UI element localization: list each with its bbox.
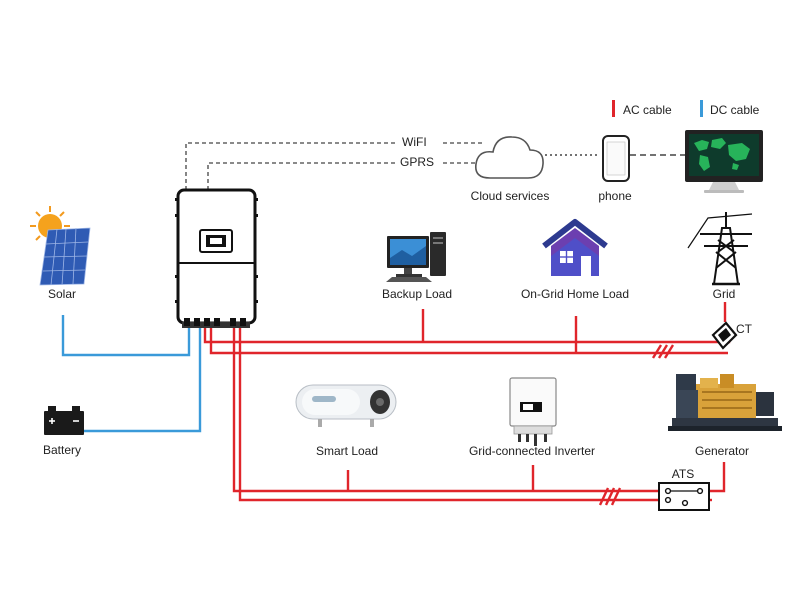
- battery-icon: [44, 406, 84, 435]
- cloud-services-label: Cloud services: [470, 189, 550, 203]
- ct-label: CT: [736, 322, 752, 336]
- battery-dc-cable: [84, 328, 202, 433]
- dc-cables: [61, 315, 202, 433]
- battery-label: Battery: [42, 443, 82, 457]
- ac-cables: [203, 302, 731, 502]
- ac-slash-marks: [598, 344, 675, 506]
- desktop-computer-icon: [386, 232, 446, 282]
- home-load-label: On-Grid Home Load: [520, 287, 630, 301]
- generator-label: Generator: [694, 444, 750, 458]
- grid-ac-cable: [203, 328, 731, 344]
- grid-inverter-label: Grid-connected Inverter: [468, 444, 596, 458]
- power-tower-icon: [687, 212, 753, 286]
- solar-label: Solar: [47, 287, 77, 301]
- gen-ac-cable-2: [238, 322, 660, 502]
- water-heater-icon: [295, 384, 397, 427]
- dc-legend-swatch: [700, 100, 703, 117]
- gen-ac-cable: [232, 322, 660, 493]
- ats-label: ATS: [671, 467, 695, 481]
- ac-cable-legend-label: AC cable: [623, 103, 672, 117]
- gprs-line: [207, 162, 398, 190]
- string-inverter-icon: [509, 377, 557, 446]
- ct-clamp-icon: [711, 321, 738, 350]
- wifi-line: [185, 142, 398, 190]
- solar-panel-icon: [30, 206, 91, 286]
- phone-icon: [602, 135, 630, 182]
- hybrid-inverter-icon: [175, 188, 258, 328]
- wifi-label: WiFI: [402, 135, 427, 149]
- grid-ac-cable-2: [209, 328, 728, 355]
- ats-switch-icon: [658, 482, 710, 511]
- comm-lines: [185, 142, 685, 190]
- smart-load-label: Smart Load: [315, 444, 379, 458]
- gprs-label: GPRS: [400, 155, 435, 169]
- backup-load-label: Backup Load: [381, 287, 453, 301]
- cloud-icon: [474, 136, 544, 179]
- generator-icon: [668, 374, 782, 431]
- dc-cable-legend-label: DC cable: [710, 103, 760, 117]
- generator-cable: [708, 462, 726, 493]
- solar-dc-cable: [61, 315, 191, 357]
- ac-legend-swatch: [612, 100, 615, 117]
- monitor-icon: [685, 130, 763, 193]
- home-icon: [542, 219, 608, 276]
- phone-label: phone: [598, 189, 632, 203]
- grid-label: Grid: [712, 287, 736, 301]
